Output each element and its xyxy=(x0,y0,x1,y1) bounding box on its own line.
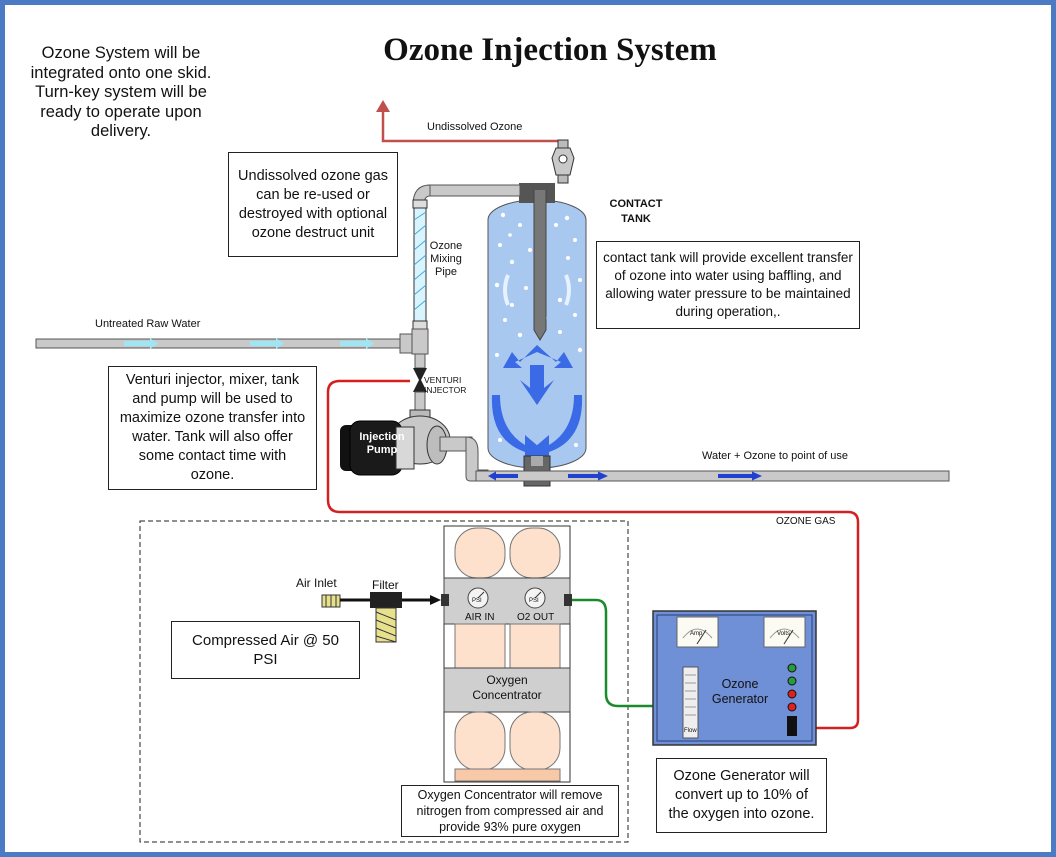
undissolved-reuse-box: Undissolved ozone gas can be re-used or … xyxy=(228,152,398,257)
filter-label: Filter xyxy=(372,578,399,592)
ozone-mixing-pipe xyxy=(412,199,428,330)
air-inlet-assembly xyxy=(321,592,441,643)
flow-meter-label: Flow xyxy=(684,728,697,734)
ozone-generator-label: Ozone Generator xyxy=(711,677,769,706)
ozone-generator xyxy=(652,610,817,746)
oxygen-concentrator-note-box: Oxygen Concentrator will remove nitrogen… xyxy=(401,785,619,837)
air-inlet-label: Air Inlet xyxy=(296,576,337,590)
outlet-pipe xyxy=(475,470,950,482)
untreated-raw-water-label: Untreated Raw Water xyxy=(95,318,201,330)
contact-tank-label: CONTACT TANK xyxy=(609,198,663,225)
ozone-mixing-pipe-label: Ozone Mixing Pipe xyxy=(429,240,463,278)
water-ozone-out-label: Water + Ozone to point of use xyxy=(702,450,849,462)
ozone-generator-note-box: Ozone Generator will convert up to 10% o… xyxy=(656,758,827,833)
psi-gauge-air-label: PSI xyxy=(472,598,482,604)
gas-return-pipe xyxy=(427,184,521,197)
skid-outline xyxy=(139,520,629,843)
compressed-air-box: Compressed Air @ 50 PSI xyxy=(171,621,360,679)
contact-tank xyxy=(487,183,587,487)
psi-gauge-o2-label: PSI xyxy=(529,598,539,604)
venturi-injector xyxy=(413,368,427,392)
air-in-label: AIR IN xyxy=(465,612,495,623)
volts-meter-label: Volts xyxy=(777,631,791,637)
undissolved-ozone-label: Undissolved Ozone xyxy=(427,121,523,133)
oxygen-concentrator xyxy=(441,525,572,783)
contact-tank-note-box: contact tank will provide excellent tran… xyxy=(596,241,860,329)
injection-pump xyxy=(340,409,473,476)
vent-valve xyxy=(551,139,575,184)
diagram-title: Ozone Injection System xyxy=(383,32,717,68)
venturi-note-box: Venturi injector, mixer, tank and pump w… xyxy=(108,366,317,490)
venturi-injector-label: VENTURI INJECTOR xyxy=(424,375,467,395)
oxygen-line xyxy=(572,598,654,708)
ozone-gas-line xyxy=(326,379,860,730)
intro-note: Ozone System will be integrated onto one… xyxy=(30,44,212,140)
undissolved-ozone-arrowhead xyxy=(376,100,390,112)
oxygen-concentrator-label: Oxygen Concentrator xyxy=(472,673,542,702)
injection-pump-label: Injection Pump xyxy=(359,431,405,456)
o2-out-label: O2 OUT xyxy=(517,612,555,623)
ozone-gas-label: OZONE GAS xyxy=(776,516,836,527)
amp-meter-label: Amp xyxy=(690,631,703,637)
